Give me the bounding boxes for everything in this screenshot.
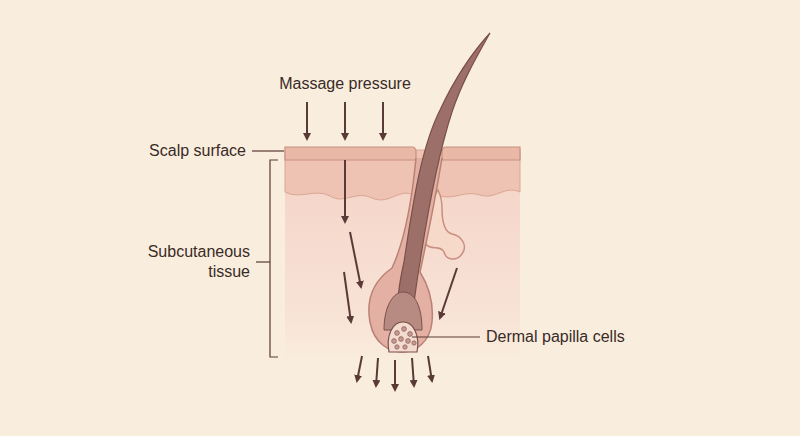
dermis	[285, 150, 520, 365]
leader-lines	[252, 151, 480, 357]
papilla-cells	[392, 327, 417, 350]
part-label: Scalp surface	[149, 141, 246, 161]
pressure-label: Massage pressure	[279, 74, 411, 94]
hair-shaft	[397, 33, 490, 330]
region-label: Subcutaneous tissue	[132, 242, 250, 282]
scalp-surface	[285, 147, 416, 160]
scalp-surface	[442, 147, 520, 160]
part-label: Dermal papilla cells	[486, 327, 625, 347]
pressure-arrows	[307, 102, 457, 390]
